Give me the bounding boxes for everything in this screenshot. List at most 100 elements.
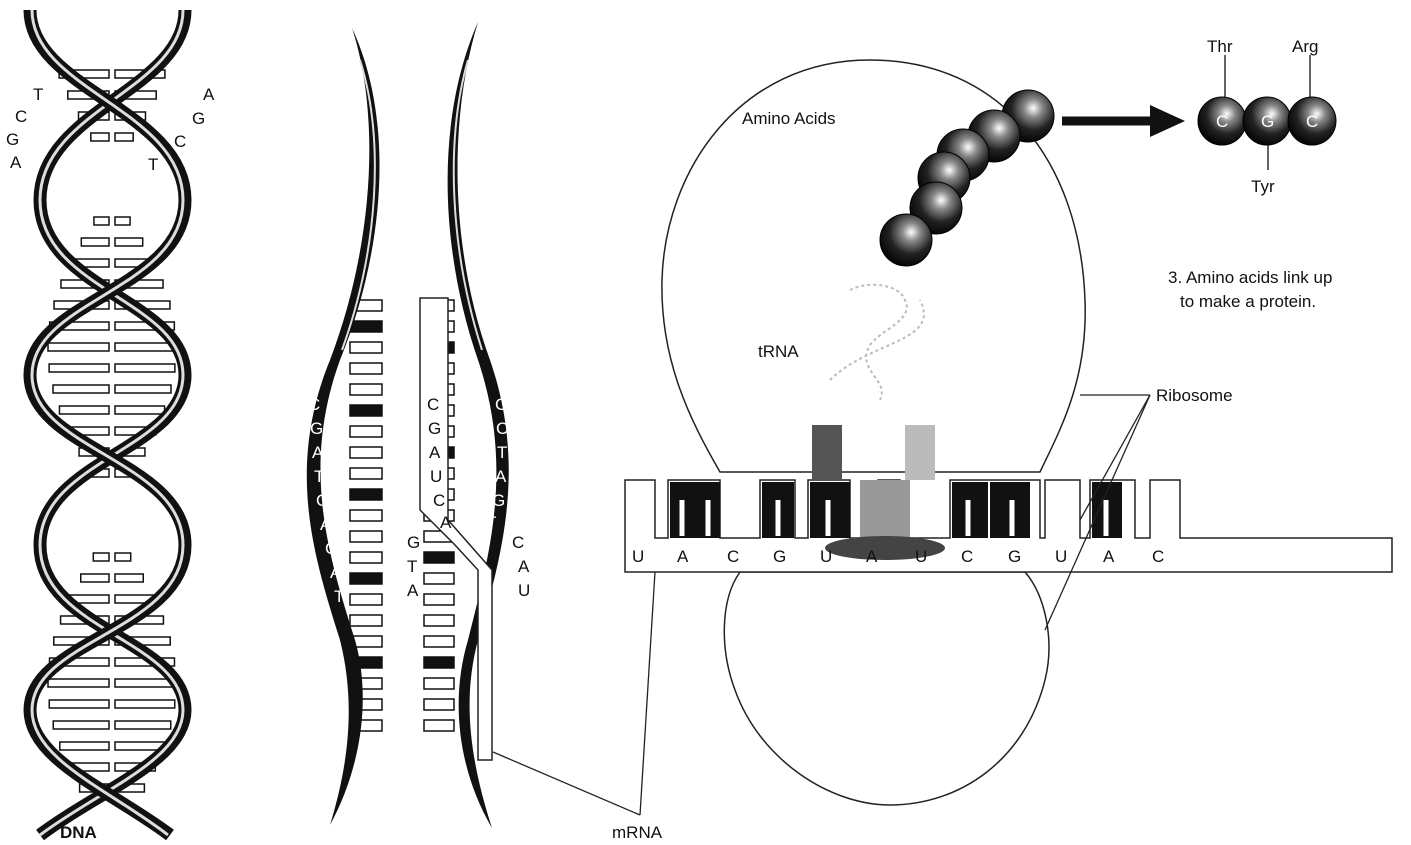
dna-base-stub — [115, 217, 130, 225]
lower-right-bases: C A U — [512, 533, 530, 600]
mrna-codon-base-9: U — [1055, 547, 1067, 566]
mrna-codon-base-0: U — [632, 547, 644, 566]
mrna-codon-base-3: G — [773, 547, 786, 566]
template-base-3: T — [314, 467, 324, 486]
template-base-stub — [350, 510, 382, 521]
dna-base-stub — [48, 679, 109, 687]
dna-base-stub — [115, 133, 133, 141]
mrna-codon-base-7: C — [961, 547, 973, 566]
dna-base-stub — [53, 385, 109, 393]
dna-base-labels-left: T C G A — [6, 85, 43, 172]
mrna-label: mRNA — [612, 823, 663, 842]
template-base-stub — [350, 405, 382, 416]
template-base-stub — [350, 531, 382, 542]
mrna-codon-base-2: C — [727, 547, 739, 566]
ribosome — [625, 60, 1392, 805]
dna-base-stub — [48, 343, 109, 351]
rna-base-1: G — [428, 419, 441, 438]
dna-base-left-3: A — [10, 153, 22, 172]
template-base-8: T — [334, 587, 344, 606]
coding-base-stub — [424, 720, 454, 731]
dna-base-stub — [81, 574, 109, 582]
dna-base-labels-right: A G C T — [148, 85, 215, 174]
lower-right-base-1: A — [518, 557, 530, 576]
template-base-stub — [350, 573, 382, 584]
template-base-stub — [350, 363, 382, 374]
mrna-codon-base-4: U — [820, 547, 832, 566]
dna-base-right-3: T — [148, 155, 158, 174]
amino-acid-arg-label: Arg — [1292, 37, 1318, 56]
dna-base-stub — [115, 721, 171, 729]
coding-base-stub — [424, 573, 454, 584]
rna-base-4: C — [433, 491, 445, 510]
mrna-leader-lines — [493, 572, 655, 815]
dna-base-stub — [115, 385, 171, 393]
rna-base-5: A — [440, 513, 452, 532]
template-base-stub — [350, 426, 382, 437]
dna-base-left-2: G — [6, 130, 19, 149]
coding-base-4: G — [492, 491, 505, 510]
rna-base-0: C — [427, 395, 439, 414]
coding-base-0: G — [495, 395, 508, 414]
coding-base-stub — [424, 699, 454, 710]
ribosome-label: Ribosome — [1156, 386, 1233, 405]
dna-base-right-0: A — [203, 85, 215, 104]
ribosome-small-subunit — [724, 572, 1049, 805]
template-base-stub — [350, 384, 382, 395]
template-base-stub — [350, 321, 382, 332]
lower-left-base-0: G — [407, 533, 420, 552]
rna-base-3: U — [430, 467, 442, 486]
dna-base-stub — [115, 553, 131, 561]
dna-base-stub — [59, 406, 109, 414]
amino-acids-label: Amino Acids — [742, 109, 836, 128]
template-base-stub — [350, 552, 382, 563]
dna-base-stub — [115, 364, 175, 372]
dna-base-stub — [91, 133, 109, 141]
coding-base-stub — [424, 552, 454, 563]
step3-line2: to make a protein. — [1180, 292, 1316, 311]
template-base-stub — [350, 342, 382, 353]
template-base-stub — [350, 615, 382, 626]
protein-bead-letter-0: C — [1216, 112, 1228, 131]
dna-base-stub — [49, 364, 109, 372]
coding-base-stub — [424, 615, 454, 626]
template-base-stub — [350, 447, 382, 458]
lower-left-bases: G T A — [407, 533, 420, 600]
mrna-codon-base-8: G — [1008, 547, 1021, 566]
dna-base-stub — [60, 742, 109, 750]
unzipped-dna — [307, 22, 509, 828]
template-base-stub — [350, 594, 382, 605]
coding-base-2: T — [497, 443, 507, 462]
lower-left-base-2: A — [407, 581, 419, 600]
lower-left-base-1: T — [407, 557, 417, 576]
mrna-codon-base-10: A — [1103, 547, 1115, 566]
dna-base-left-1: C — [15, 107, 27, 126]
template-base-stub — [350, 489, 382, 500]
dna-base-right-2: C — [174, 132, 186, 151]
coding-base-stub — [424, 657, 454, 668]
amino-acid-bead-5 — [880, 214, 932, 266]
coding-base-stub — [424, 636, 454, 647]
dna-base-stub — [94, 217, 109, 225]
mrna-codon-base-6: U — [915, 547, 927, 566]
mrna-codon-base-1: A — [677, 547, 689, 566]
arrow-to-protein — [1062, 105, 1185, 137]
coding-base-5: T — [486, 513, 496, 532]
dna-base-stub — [93, 553, 109, 561]
mrna-codon-base-5: A — [866, 547, 878, 566]
amino-acid-tyr-label: Tyr — [1251, 177, 1275, 196]
dna-base-stub — [81, 238, 109, 246]
rna-base-2: A — [429, 443, 441, 462]
dna-base-stub — [49, 700, 109, 708]
trna-label: tRNA — [758, 342, 799, 361]
dna-base-stub — [115, 742, 164, 750]
template-base-1: G — [310, 419, 323, 438]
coding-base-3: A — [495, 467, 507, 486]
dna-base-stub — [115, 700, 175, 708]
dna-helix — [30, 10, 185, 835]
dna-base-right-1: G — [192, 109, 205, 128]
dna-base-stub — [115, 238, 143, 246]
dna-base-left-0: T — [33, 85, 43, 104]
